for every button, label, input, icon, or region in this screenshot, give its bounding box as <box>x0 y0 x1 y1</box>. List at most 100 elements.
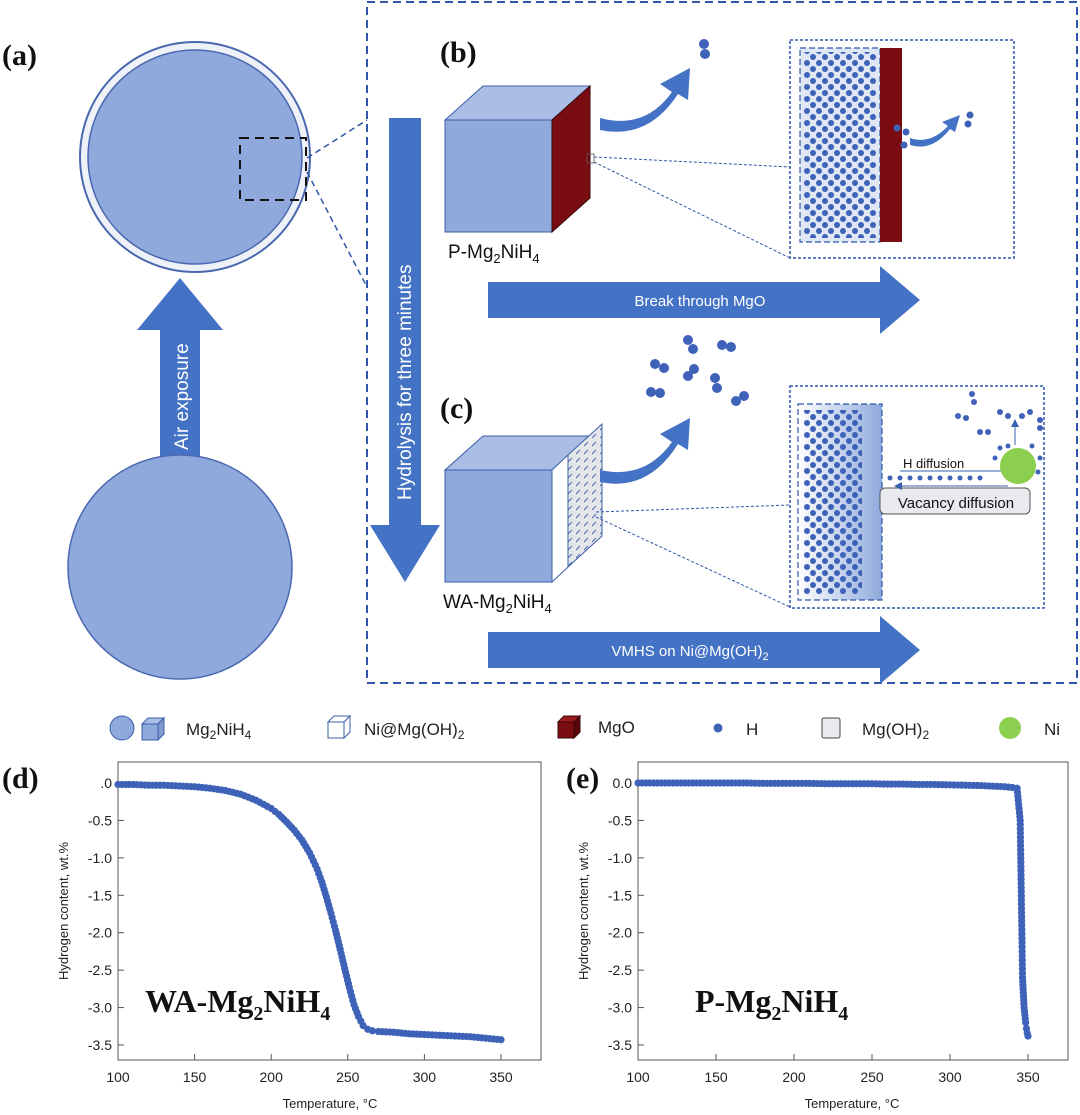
legend-h: H <box>746 720 758 739</box>
vacancy-diffusion-label: Vacancy diffusion <box>898 495 1014 512</box>
zoom-line-b1 <box>593 156 791 168</box>
release-arrow-b <box>600 68 690 132</box>
chart-d-ylabel: Hydrogen content, wt.% <box>56 842 71 980</box>
zoom-line-top <box>306 119 368 159</box>
y-tick-label: -3.5 <box>608 1037 632 1053</box>
panel-label-e: (e) <box>566 762 599 795</box>
chart-e-y-ticks: 0.0 -0.5 -1.0 -1.5 -2.0 -2.5 -3.0 -3.5 <box>608 775 644 1053</box>
fresh-particle <box>67 454 293 680</box>
p-cube <box>443 84 595 234</box>
chart-e-inset-label: P-Mg2NiH4 <box>695 983 848 1025</box>
x-tick-label: 150 <box>183 1069 207 1085</box>
h2-escape-c <box>955 391 1043 435</box>
ni-particle <box>1000 448 1036 484</box>
legend: Mg2NiH4 Ni@Mg(OH)2 MgO H Mg(OH)2 Ni <box>109 714 1060 742</box>
zoom-line-b2 <box>593 161 791 259</box>
inset-c-frame <box>789 385 1045 609</box>
x-tick-label: 300 <box>938 1069 962 1085</box>
legend-mgoh2-swatch <box>821 717 841 739</box>
legend-mgo-swatch <box>556 714 582 740</box>
legend-ni-mgoh2: Ni@Mg(OH)2 <box>364 720 465 742</box>
x-tick-label: 250 <box>860 1069 884 1085</box>
p-mg2nih4-label: P-Mg2NiH4 <box>448 242 540 266</box>
x-tick-label: 350 <box>489 1069 513 1085</box>
y-tick-label: -3.5 <box>88 1037 112 1053</box>
zoom-line-c1 <box>595 504 791 513</box>
x-tick-label: 200 <box>782 1069 806 1085</box>
hydrolysis-arrow: Hydrolysis for three minutes <box>370 118 440 582</box>
chart-e: 0.0 -0.5 -1.0 -1.5 -2.0 -2.5 -3.0 -3.5 100 150 20… <box>576 761 1069 1111</box>
panel-label-a: (a) <box>2 39 37 72</box>
x-tick-label: 300 <box>413 1069 437 1085</box>
y-tick-label: -2.0 <box>88 925 112 941</box>
x-tick-label: 350 <box>1016 1069 1040 1085</box>
legend-sphere-swatch <box>109 715 135 741</box>
legend-cube-swatch <box>140 716 166 742</box>
y-tick-label: -1.0 <box>608 850 632 866</box>
y-tick-label: -2.0 <box>608 925 632 941</box>
panel-label-b: (b) <box>440 36 477 69</box>
chart-e-points <box>634 779 1032 1040</box>
legend-ni-swatch <box>999 717 1021 739</box>
data-point <box>368 1027 376 1035</box>
panel-label-c: (c) <box>440 392 473 425</box>
vmhs-label: VMHS on Ni@Mg(OH)2 <box>611 643 768 663</box>
chart-e-x-ticks: 100 150 200 250 300 350 <box>626 1054 1040 1085</box>
h2-cloud-c <box>646 335 749 406</box>
ni-adsorbed-h <box>992 419 1043 475</box>
data-point <box>1024 1032 1032 1040</box>
legend-mgo: MgO <box>598 718 635 737</box>
y-tick-label: -2.5 <box>88 962 112 978</box>
h2-molecule-b <box>699 39 710 59</box>
y-tick-label: -0.5 <box>608 812 632 828</box>
chart-d-points <box>114 780 505 1044</box>
h-lattice-c <box>804 410 862 594</box>
air-exposure-arrow: Air exposure <box>137 278 223 456</box>
legend-h-swatch <box>713 723 723 733</box>
chart-d: .0 -0.5 -1.0 -1.5 -2.0 -2.5 -3.0 -3.5 100 150 200… <box>56 761 542 1111</box>
chart-e-frame <box>637 761 1069 1061</box>
chart-d-inset-label: WA-Mg2NiH4 <box>145 983 330 1025</box>
x-tick-label: 250 <box>336 1069 360 1085</box>
y-tick-label: -1.5 <box>608 887 632 903</box>
h-diffusion-label: H diffusion <box>903 456 964 471</box>
vmhs-arrow: VMHS on Ni@Mg(OH)2 <box>488 616 920 684</box>
zoom-line-c2 <box>595 516 791 608</box>
break-through-arrow: Break through MgO <box>488 266 920 334</box>
panel-label-d: (d) <box>2 762 39 795</box>
y-tick-label: .0 <box>100 775 112 791</box>
break-through-label: Break through MgO <box>635 293 766 310</box>
legend-ni-mgoh2-swatch <box>326 714 352 740</box>
chart-d-y-ticks: .0 -0.5 -1.0 -1.5 -2.0 -2.5 -3.0 -3.5 <box>88 775 124 1053</box>
y-tick-label: -1.5 <box>88 887 112 903</box>
chart-d-x-ticks: 100 150 200 250 300 350 <box>106 1054 513 1085</box>
h-escape-b <box>893 111 974 149</box>
data-point <box>1022 1018 1030 1027</box>
y-tick-label: -1.0 <box>88 850 112 866</box>
x-tick-label: 200 <box>260 1069 284 1085</box>
data-point <box>497 1036 505 1044</box>
y-tick-label: -3.0 <box>608 1000 632 1016</box>
hydrolysis-label: Hydrolysis for three minutes <box>395 265 416 500</box>
legend-ni: Ni <box>1044 720 1060 739</box>
zoom-line-bottom <box>306 171 368 288</box>
zoom-box <box>239 137 307 201</box>
x-tick-label: 100 <box>106 1069 130 1085</box>
coated-particle <box>79 41 311 273</box>
zoom-frame <box>366 1 1078 684</box>
y-tick-label: -0.5 <box>88 812 112 828</box>
x-tick-label: 150 <box>704 1069 728 1085</box>
y-tick-label: 0.0 <box>613 775 633 791</box>
chart-e-ylabel: Hydrogen content, wt.% <box>576 842 591 980</box>
release-arrow-c <box>600 418 690 484</box>
y-tick-label: -3.0 <box>88 1000 112 1016</box>
wa-mg2nih4-label: WA-Mg2NiH4 <box>443 592 552 616</box>
h-lattice-b <box>804 52 876 238</box>
chart-e-xlabel: Temperature, °C <box>805 1096 900 1111</box>
x-tick-label: 100 <box>626 1069 650 1085</box>
air-exposure-label: Air exposure <box>172 343 193 450</box>
y-tick-label: -2.5 <box>608 962 632 978</box>
h-diffusion-dots <box>887 475 983 481</box>
mgo-layer <box>880 48 902 242</box>
